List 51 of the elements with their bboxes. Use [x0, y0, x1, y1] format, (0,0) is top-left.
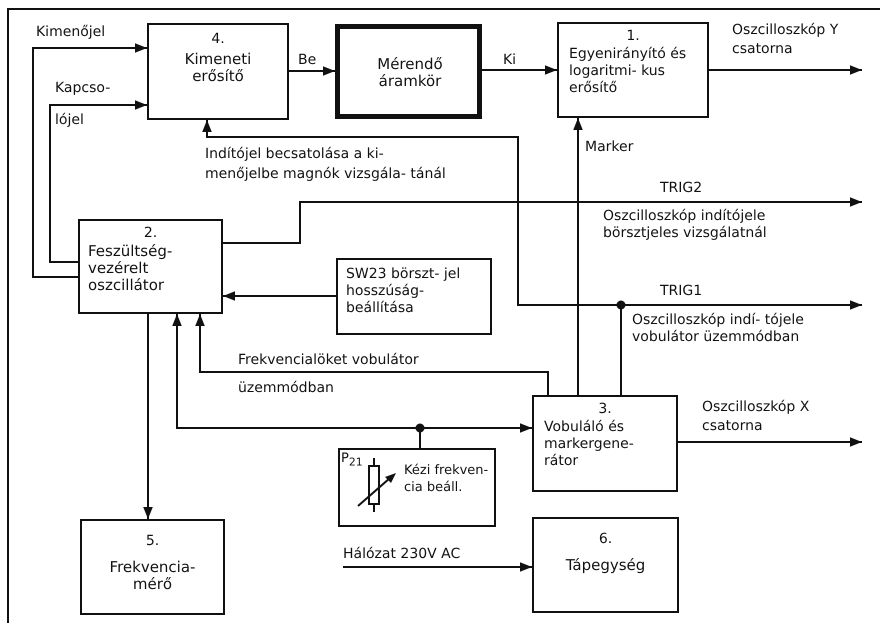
block-number: 2.: [142, 225, 158, 242]
block-number: 6.: [598, 531, 614, 548]
arrow: [678, 437, 862, 447]
block-box: [147, 23, 289, 120]
arrow: [289, 66, 335, 76]
arrow: [223, 291, 336, 301]
note-text: Oszcilloszkóp indítójele börsztjeles vizsgálatnál: [603, 208, 768, 242]
block-label: Frekvencia- mérő: [108, 559, 196, 593]
arrow: [195, 314, 549, 395]
edge-label: TRIG1: [660, 283, 704, 300]
edge-label: Marker: [585, 139, 634, 156]
arrow: [223, 197, 862, 244]
block-box: [336, 258, 492, 335]
block-box: [335, 24, 482, 119]
arrow: [482, 65, 557, 75]
note-text: Oszcilloszkóp indí- tójele vobulátor üzemmódban: [632, 312, 804, 346]
block-box: [557, 22, 709, 118]
block-box: [338, 448, 496, 527]
edge-label: Kimenőjel: [36, 24, 106, 41]
component-designator: P$_{21}$: [341, 450, 364, 471]
edge-label: Be: [298, 52, 318, 69]
block-label: Mérendő áramkör: [376, 56, 444, 90]
arrow: [32, 43, 147, 278]
arrow: [709, 65, 862, 75]
edge-label: Frekvencialöket vobulátor üzemmódban: [238, 351, 420, 398]
arrow: [343, 562, 532, 572]
edge-label: Hálózat 230V AC: [343, 546, 462, 563]
block-label: Feszültség- vezérelt oszcillátor: [88, 243, 174, 294]
block-box: [532, 395, 678, 492]
edge-label: Kapcso- lójel: [55, 79, 112, 130]
block-label: Egyenirányító és logaritmi- kus erősítő: [569, 46, 688, 97]
block-box: [80, 519, 225, 615]
block-label: Kimeneti erősítő: [184, 51, 252, 85]
edge-label: Indítójel becsatolása a ki- menőjelbe magnók vizsgála- tánál: [205, 145, 447, 184]
edge-label: TRIG2: [660, 180, 704, 197]
arrow: [49, 100, 147, 263]
arrow: [143, 314, 153, 519]
edge-label: Oszcilloszkóp X csatorna: [702, 398, 810, 436]
block-label: SW23 börszt- jel hosszúság- beállítása: [346, 266, 462, 317]
block-number: 1.: [625, 28, 641, 45]
block-number: 4.: [210, 31, 226, 48]
block-number: 3.: [597, 401, 613, 418]
block-number: 5.: [144, 533, 160, 550]
block-box: [532, 517, 679, 613]
edge-label: Ki: [503, 52, 518, 69]
block-label: Vobuláló és markergene- rátor: [544, 419, 635, 470]
block-label: Tápegység: [564, 557, 646, 574]
edge-label: Oszcilloszkóp Y csatorna: [732, 21, 840, 59]
arrow: [573, 118, 583, 395]
block-label: Kézi frekven- cia beáll.: [404, 462, 490, 496]
block-box: [78, 219, 223, 314]
